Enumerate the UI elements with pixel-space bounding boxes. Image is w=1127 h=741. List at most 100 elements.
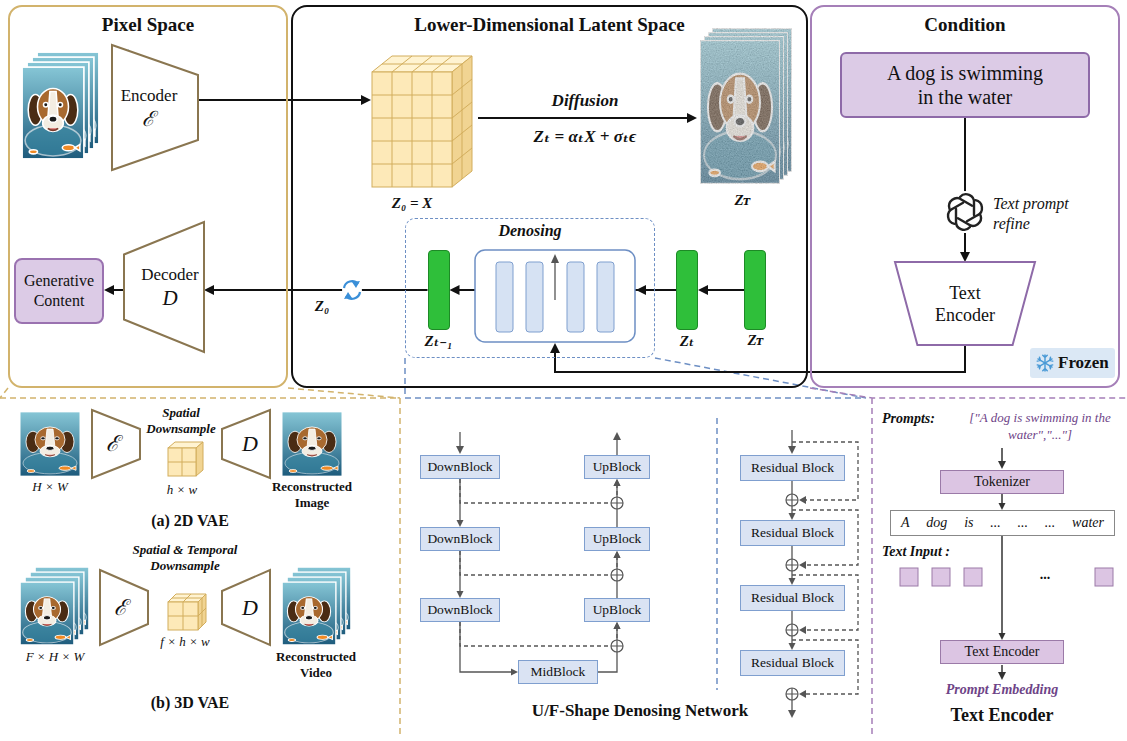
- field-label: Prompts:: [882, 411, 935, 427]
- math-label: Zᴛ: [735, 192, 750, 209]
- connector-arrow: [698, 285, 744, 295]
- token-text: ...: [990, 515, 1001, 531]
- section-title: U/F-Shape Denosing Network: [532, 701, 748, 721]
- latent-bar: Zᴛ: [744, 250, 766, 330]
- arrow-head: [614, 551, 621, 558]
- text-group: A dog is swimming in the water: [881, 61, 1049, 109]
- text-group: Residual Block: [751, 460, 834, 476]
- node-label: D: [242, 432, 258, 456]
- text-group: ℰ: [114, 596, 127, 620]
- text-group: Lower-Dimensional Latent Space: [293, 7, 806, 36]
- node-label: DownBlock: [427, 459, 492, 475]
- condition-panel: ConditionA dog is swimming in the waterT…: [810, 5, 1120, 388]
- dimension-label: F × H × W: [26, 649, 85, 665]
- section-title: Text Encoder: [951, 705, 1054, 726]
- vae-3d-frames: [20, 567, 351, 645]
- shape-outline: [222, 410, 270, 478]
- image-caption: Reconstructed Video: [266, 649, 366, 681]
- ellipsis: ...: [1040, 567, 1051, 583]
- arrow-head: [999, 633, 1006, 640]
- connector-line: [212, 289, 428, 291]
- panel-title: Denosing: [406, 219, 654, 240]
- arrow-head: [789, 643, 796, 650]
- arrow-head: [614, 622, 621, 629]
- node-label: Residual Block: [751, 460, 834, 476]
- residual-block: Residual Block: [740, 520, 845, 546]
- down-block: DownBlock: [420, 455, 500, 479]
- connector-line: [964, 118, 966, 254]
- residual-block: Residual Block: [740, 455, 845, 481]
- encoder-trapezoid: Encoderℰ: [112, 45, 198, 170]
- noisy-video-frames: [700, 28, 792, 184]
- panel-title: Lower-Dimensional Latent Space: [293, 7, 806, 36]
- arrow-head: [789, 513, 796, 520]
- dimension-label: H × W: [32, 479, 68, 495]
- process-label: Spatial & Temporal Downsample: [120, 542, 250, 574]
- process-label: Diffusion: [552, 91, 619, 111]
- up-block: UpBlock: [584, 598, 650, 622]
- node-label: Decoder: [141, 264, 199, 286]
- output-label: Prompt Embedding: [946, 682, 1058, 698]
- legend-text: Frozen: [1058, 353, 1109, 373]
- math-label: Zₜ: [680, 332, 695, 350]
- latent-cube: [372, 56, 472, 187]
- connector-line: [706, 289, 744, 291]
- legend-swatch: [1036, 354, 1054, 372]
- connector-arrow: [460, 479, 621, 503]
- math-label: Zₜ₋₁: [425, 332, 453, 350]
- text-group: UpBlock: [593, 531, 642, 547]
- edge-label: Z₀: [313, 298, 331, 315]
- arrow-head: [614, 551, 621, 558]
- residual-block: Residual Block: [740, 650, 845, 676]
- arrow-head: [457, 520, 464, 527]
- arrow-head: [204, 285, 214, 295]
- text-group: DecoderD: [141, 264, 199, 310]
- node-label: UpBlock: [593, 531, 642, 547]
- node-label: D: [141, 286, 199, 310]
- arrow-head: [789, 578, 796, 585]
- node-label: Tokenizer: [974, 474, 1030, 490]
- shape-outline: [124, 222, 204, 352]
- text-group: Zᴛ: [748, 332, 763, 349]
- down-block: DownBlock: [420, 598, 500, 622]
- node-label: A dog is swimming in the water: [881, 61, 1049, 109]
- decoder-trapezoid: DecoderD: [124, 222, 204, 352]
- node-label: UpBlock: [593, 459, 642, 475]
- arrow-head: [511, 669, 518, 676]
- image-caption: Reconstructed Image: [262, 479, 362, 511]
- arrow-head: [614, 622, 621, 629]
- sub-caption: (a) 2D VAE: [151, 512, 229, 530]
- token-text: ...: [1018, 515, 1029, 531]
- text-group: Residual Block: [751, 655, 834, 671]
- node-label: ℰ: [114, 596, 127, 620]
- arrow-head: [614, 479, 621, 486]
- encoder-arrow: [199, 95, 371, 105]
- diffusion-arrow: [478, 113, 697, 123]
- arrow-head: [457, 591, 464, 598]
- arrow-head: [698, 285, 708, 295]
- node-label: Encoder: [121, 85, 178, 107]
- shape-outline: [895, 262, 1035, 345]
- mid-block: MidBlock: [518, 660, 598, 684]
- text-group: ℰ: [106, 432, 119, 456]
- node-label: ℰ: [106, 432, 119, 456]
- token-row: Adogis.........water: [890, 510, 1115, 536]
- shape-outline: [895, 262, 1035, 345]
- up-block: UpBlock: [584, 455, 650, 479]
- encoder-trapezoid: ℰ: [100, 570, 148, 645]
- llm-logo: [944, 191, 986, 233]
- formula-label: Zₜ = αₜX + σₜϵ: [534, 126, 637, 147]
- dimension-label: h × w: [167, 482, 197, 498]
- unet-box: [475, 250, 646, 342]
- text-group: Tokenizer: [974, 474, 1030, 490]
- text-group: Zₜ: [680, 332, 695, 350]
- decoder-trapezoid: D: [222, 570, 270, 645]
- token-text: A: [901, 515, 910, 531]
- connector-line: [460, 622, 617, 646]
- prompt-list: ["A dog is swimming in the water","..."]: [965, 409, 1115, 443]
- connector-arrow: [999, 536, 1006, 640]
- residual-block: Residual Block: [740, 585, 845, 611]
- zoom-line: [405, 358, 866, 398]
- node-label: MidBlock: [531, 664, 586, 680]
- zoom-line: [0, 388, 400, 398]
